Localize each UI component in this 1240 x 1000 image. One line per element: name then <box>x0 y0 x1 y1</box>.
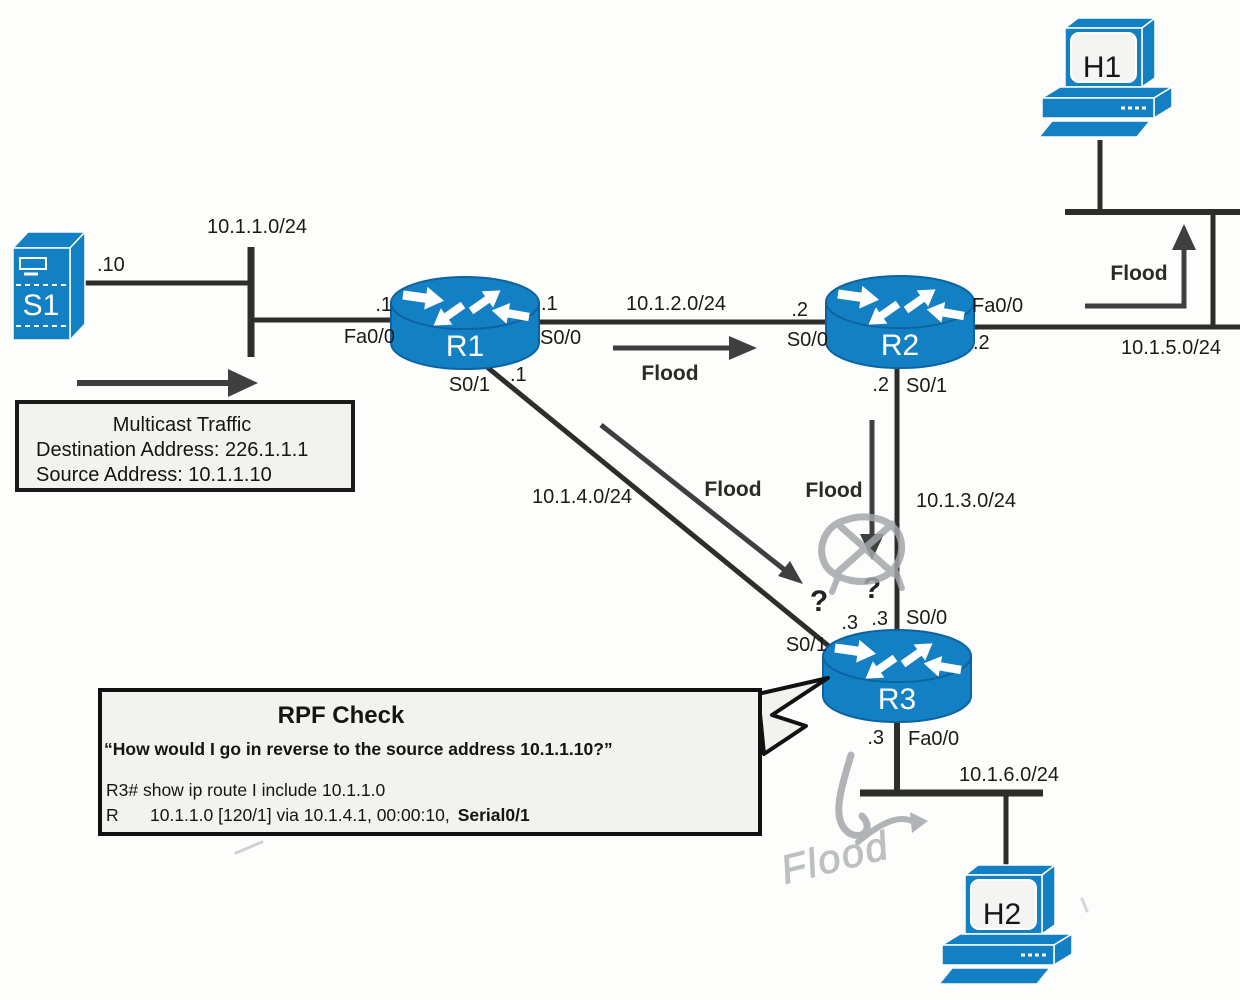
pencil-flood-tall-stroke <box>835 751 871 839</box>
host-h2-label: H2 <box>983 898 1021 931</box>
multicast-box-frame <box>15 400 355 492</box>
rpf-route-interface: Serial0/1 <box>458 805 530 825</box>
pencil-stray-mark-h2 <box>1080 897 1089 913</box>
server-s1: S1 <box>11 230 87 342</box>
pencil-no-circle <box>818 513 906 585</box>
flood-arrow-r2-h1-head <box>1172 224 1196 250</box>
multicast-box-destination: Destination Address: 226.1.1.1 <box>36 439 308 461</box>
question-mark-r1-r3: ? <box>810 585 828 618</box>
pencil-flood-word: Flood <box>777 823 894 892</box>
r2-s00-label: S0/0 <box>787 329 828 351</box>
flood-arrow-r2-h1-shaft <box>1085 248 1187 309</box>
network-labels: 10.1.1.0/24 10.1.2.0/24 10.1.5.0/24 10.1… <box>207 216 1221 786</box>
r3-fa00-ip-label: .3 <box>867 727 884 749</box>
devices: S1 R1 R2 R3 H1 H2 <box>11 16 1174 986</box>
links <box>85 140 1240 875</box>
router-r2-label: R2 <box>881 329 919 362</box>
flood-label-r1-r3: Flood <box>704 478 761 501</box>
rpf-callout-tail <box>756 676 830 756</box>
flood-label-r2-r3: Flood <box>805 479 862 502</box>
r1-s00-ip-label: .1 <box>541 293 558 315</box>
pencil-no-circle-foot-left <box>829 574 841 595</box>
flood-arrow-r1-r3-shaft <box>599 423 788 573</box>
r3-s00-ip-label: .3 <box>871 608 888 630</box>
r1-s00-label: S0/0 <box>540 327 581 349</box>
rpf-route-flag: R <box>106 805 119 825</box>
multicast-traffic-arrow-head <box>228 369 258 397</box>
router-r3-label: R3 <box>878 683 916 716</box>
host-h1-label: H1 <box>1083 51 1121 84</box>
server-icon <box>11 230 87 342</box>
r1-fa00-ip-label: .1 <box>375 294 392 316</box>
rpf-box-quote: “How would I go in reverse to the source… <box>104 739 613 759</box>
router-r3: R3 <box>823 630 971 722</box>
router-r1-label: R1 <box>446 330 484 363</box>
network-label-link-r2-r3: 10.1.3.0/24 <box>916 490 1016 512</box>
pencil-stray-mark-bottom-left <box>234 840 264 855</box>
rpf-route-text: 10.1.1.0 [120/1] via 10.1.4.1, 00:00:10, <box>150 805 450 825</box>
pencil-no-circle-foot-right <box>893 569 905 591</box>
flood-arrow-r1-r2-head <box>729 336 757 360</box>
link-r1-r3 <box>485 365 838 654</box>
r2-s01-ip-label: .2 <box>872 374 889 396</box>
r2-fa00-ip-label: .2 <box>973 332 990 354</box>
r2-fa00-label: Fa0/0 <box>972 295 1023 317</box>
rpf-box-frame <box>98 688 762 836</box>
network-label-link-r1-r3: 10.1.4.0/24 <box>532 486 632 508</box>
r1-s01-label: S0/1 <box>449 374 490 396</box>
r1-s01-ip-label: .1 <box>510 364 527 386</box>
flood-label-r2-h1: Flood <box>1110 262 1167 285</box>
flood-text-labels: Flood Flood Flood Flood ? ? <box>641 262 1167 618</box>
router-r2: R2 <box>826 276 974 368</box>
r2-s00-ip-label: .2 <box>791 299 808 321</box>
rpf-box-title: RPF Check <box>278 702 405 729</box>
flood-label-r1-r2: Flood <box>641 362 698 385</box>
network-label-link-r1-r2: 10.1.2.0/24 <box>626 293 726 315</box>
r1-fa00-label: Fa0/0 <box>344 326 395 348</box>
rpf-box-route-line: R 10.1.1.0 [120/1] via 10.1.4.1, 00:00:10… <box>106 805 530 825</box>
r3-s00-label: S0/0 <box>906 607 947 629</box>
host-h2: H2 <box>937 863 1074 986</box>
rpf-box-command: R3# show ip route I include 10.1.1.0 <box>106 780 385 800</box>
multicast-box-source: Source Address: 10.1.1.10 <box>36 464 272 486</box>
r3-fa00-label: Fa0/0 <box>908 728 959 750</box>
host-h1: H1 <box>1037 16 1174 139</box>
flood-arrow-r1-r3-head <box>778 561 803 584</box>
pencil-no-circle-cross-2 <box>834 520 896 576</box>
pencil-flood-arrow-head <box>910 812 928 833</box>
r2-s01-label: S0/1 <box>906 375 947 397</box>
r3-s01-label: S0/1 <box>786 634 827 656</box>
multicast-traffic-box: Multicast Traffic Destination Address: 2… <box>15 400 355 492</box>
s1-ip-label: .10 <box>97 254 125 276</box>
interface-labels: .10 .1 Fa0/0 .1 S0/0 S0/1 .1 .2 S0/0 Fa0… <box>97 254 1023 750</box>
multicast-box-title: Multicast Traffic <box>113 414 252 436</box>
server-s1-label: S1 <box>23 289 60 322</box>
router-r1: R1 <box>391 277 539 369</box>
network-label-lan-h2: 10.1.6.0/24 <box>959 764 1059 786</box>
r3-s01-ip-label: .3 <box>841 612 858 634</box>
network-label-lan-s1: 10.1.1.0/24 <box>207 216 307 238</box>
rpf-check-callout: RPF Check “How would I go in reverse to … <box>98 676 830 836</box>
network-label-lan-h1: 10.1.5.0/24 <box>1121 337 1221 359</box>
